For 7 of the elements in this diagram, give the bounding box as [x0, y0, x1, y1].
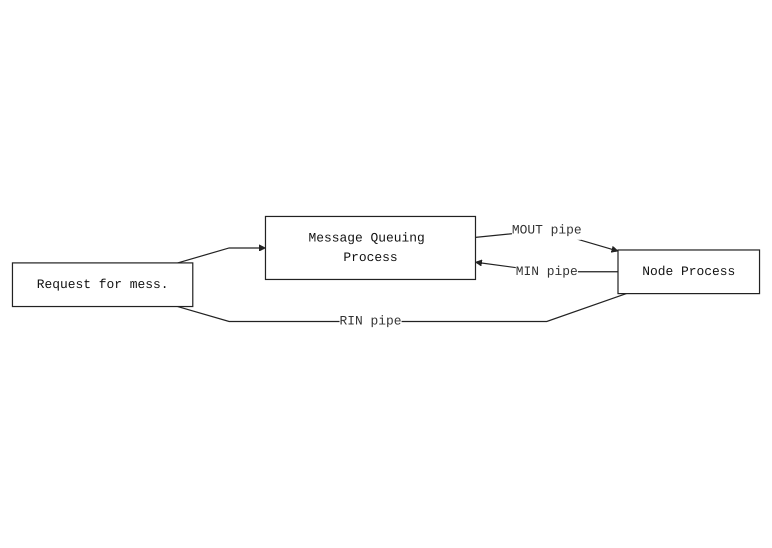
- arrow: [178, 244, 266, 264]
- node-box: Node Process: [617, 250, 760, 294]
- edge-label: RIN pipe: [339, 314, 402, 329]
- edge-label: MIN pipe: [516, 264, 578, 280]
- edge-label: MOUT pipe: [512, 223, 582, 238]
- node-box: Request for mess.: [12, 262, 194, 308]
- node-box: Message Queuing Process: [264, 216, 476, 280]
